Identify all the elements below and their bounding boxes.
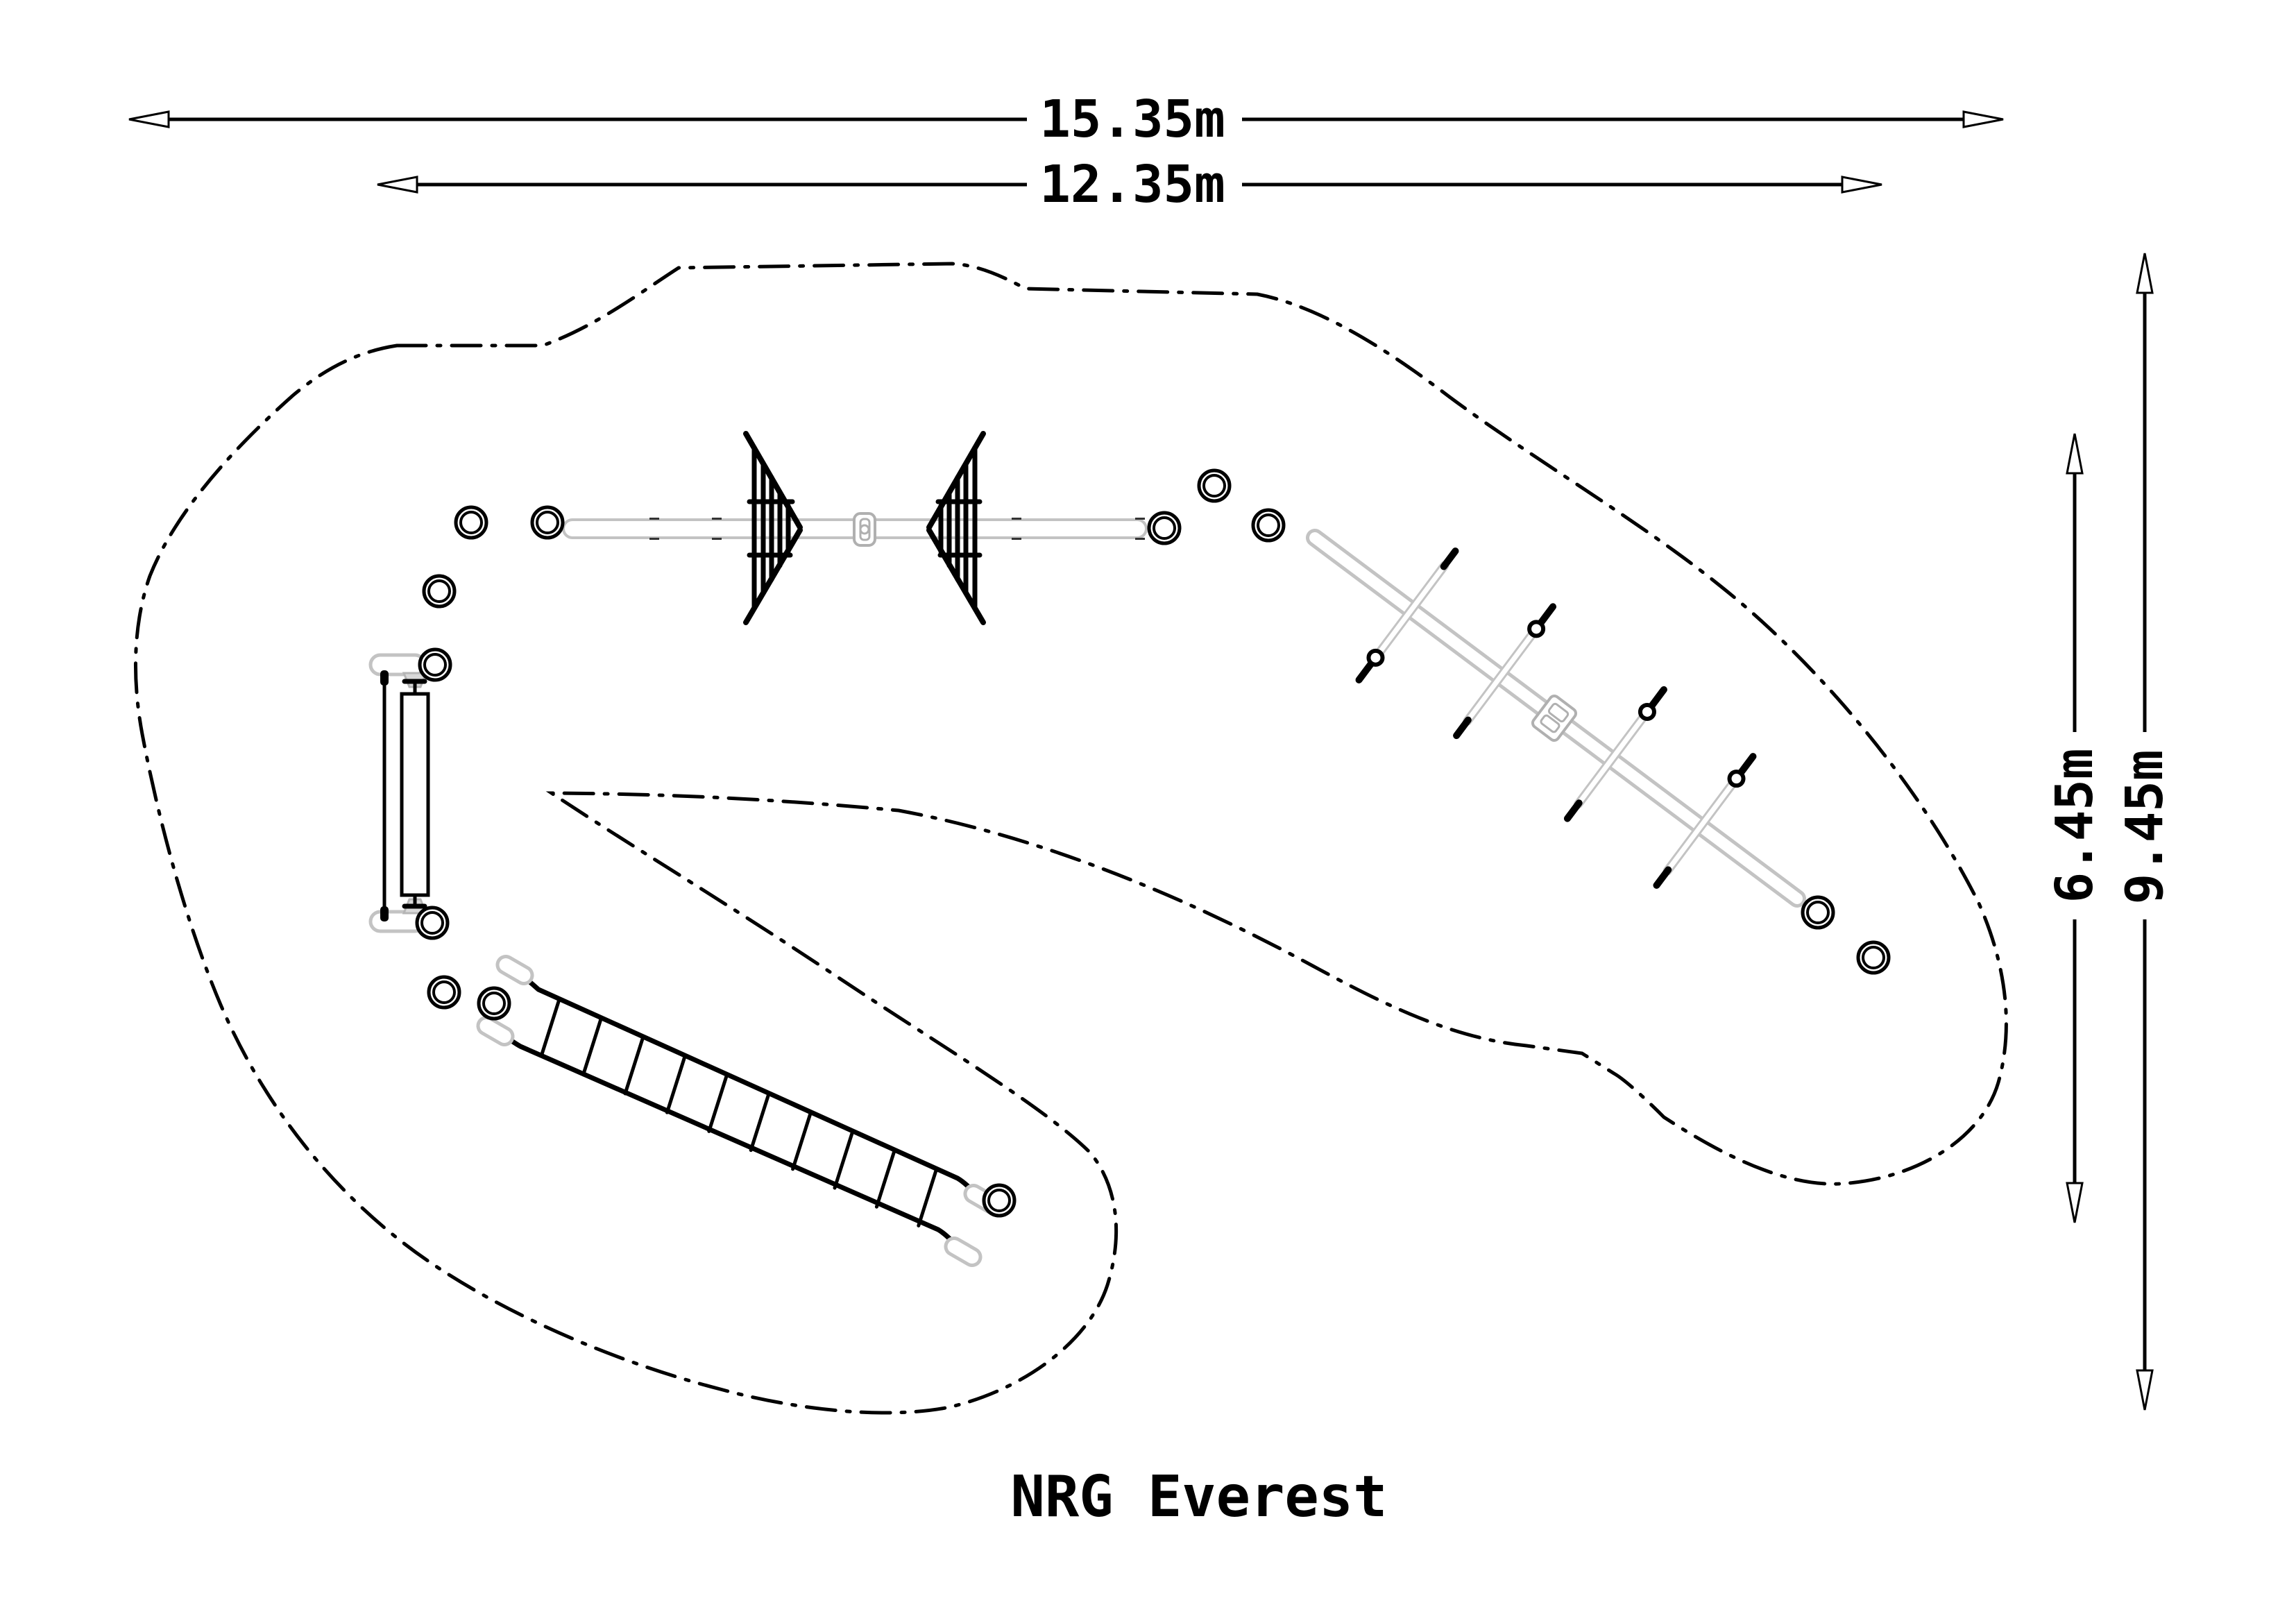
post-ring-icon [1251,508,1286,543]
net-wing-right [926,431,986,625]
beam-plank [400,692,430,897]
anchor-capsule [368,653,427,677]
eyelet-icon [1366,648,1385,667]
eyelet-icon [1727,770,1746,788]
net-wing-left [743,431,803,625]
boundary-outline-path [133,262,2008,1415]
arrow-down-icon [2136,1369,2154,1411]
eyelet-icon [1638,702,1656,721]
grip-rung [1563,686,1667,822]
arrow-left-icon [377,176,418,194]
arrow-down-icon [2066,1182,2084,1223]
dimension-total-width: 15.35m [128,90,2004,149]
grip-tip [1355,661,1375,683]
equipment-crossbar-net [562,431,1148,625]
pole-center-clamp [1531,695,1578,742]
dimension-total-height: 9.45m [2115,253,2175,1411]
grip-tip [1563,799,1583,822]
grip-tip [1737,753,1757,776]
ladder-rung [917,1166,939,1227]
anchor-capsule [476,1016,515,1046]
post-ring-icon [1147,511,1182,545]
grip-rung [1653,753,1757,889]
ladder-rung [791,1110,813,1171]
anchor-capsule [944,1237,983,1267]
post-ring-icon [415,906,450,940]
grip-tip [1538,603,1557,626]
anchor-rings [415,468,1891,1218]
dimension-inner-width: 12.35m [377,155,1882,214]
eyelet-icon [1527,620,1546,638]
post-ring-icon [982,1183,1017,1218]
ladder-rung [874,1148,896,1209]
ladder-rail-bottom [501,1033,960,1249]
dimension-label-total-height: 9.45m [2115,750,2175,905]
dimension-label-inner-height: 6.45m [2045,749,2104,903]
post-ring-icon [418,647,452,682]
anchor-capsule [495,955,534,985]
arrow-up-icon [2136,253,2154,294]
rope-clamp [380,906,389,921]
post-ring-icon [1856,940,1891,975]
post-ring-icon [477,986,511,1021]
equipment-balance-beam [368,653,430,933]
post-ring-icon [422,574,457,609]
post-ring-icon [1801,895,1835,930]
equipment-rope-ladder [476,955,1002,1267]
post-ring-icon [454,505,488,540]
dimension-label-total-width: 15.35m [1039,90,1225,149]
dimension-label-inner-width: 12.35m [1039,155,1225,214]
ladder-rung [581,1016,604,1077]
ladder-rung [665,1053,687,1114]
ladder-rung [833,1129,855,1190]
grip-tip [1653,866,1672,889]
arrow-right-icon [1841,176,1882,194]
post-ring-icon [530,505,565,540]
grip-rung [1355,547,1459,683]
ladder-rung [539,997,561,1058]
grip-tip [1440,547,1459,570]
drawing-title: NRG Everest [1010,1464,1387,1530]
post-ring-icon [427,975,461,1010]
grip-rung [1453,603,1557,740]
dimension-inner-height: 6.45m [2045,433,2104,1223]
arrow-left-icon [128,110,170,128]
grip-tip [1649,686,1667,709]
arrow-right-icon [1962,110,2004,128]
tube-tick-marks [649,518,1145,540]
ladder-rail-top [519,973,979,1198]
pole-grip-rungs [1355,547,1757,889]
post-ring-icon [1197,468,1232,503]
tube-center-clamp [853,512,876,547]
arrow-up-icon [2066,433,2084,475]
grip-tip [1453,716,1472,740]
ladder-rung [707,1072,729,1133]
ladder-rung [749,1091,771,1153]
safety-area-boundary [133,262,2008,1415]
equipment-inclined-pole [1306,529,1806,908]
rope-clamp [380,670,389,686]
ladder-rung [623,1035,645,1096]
